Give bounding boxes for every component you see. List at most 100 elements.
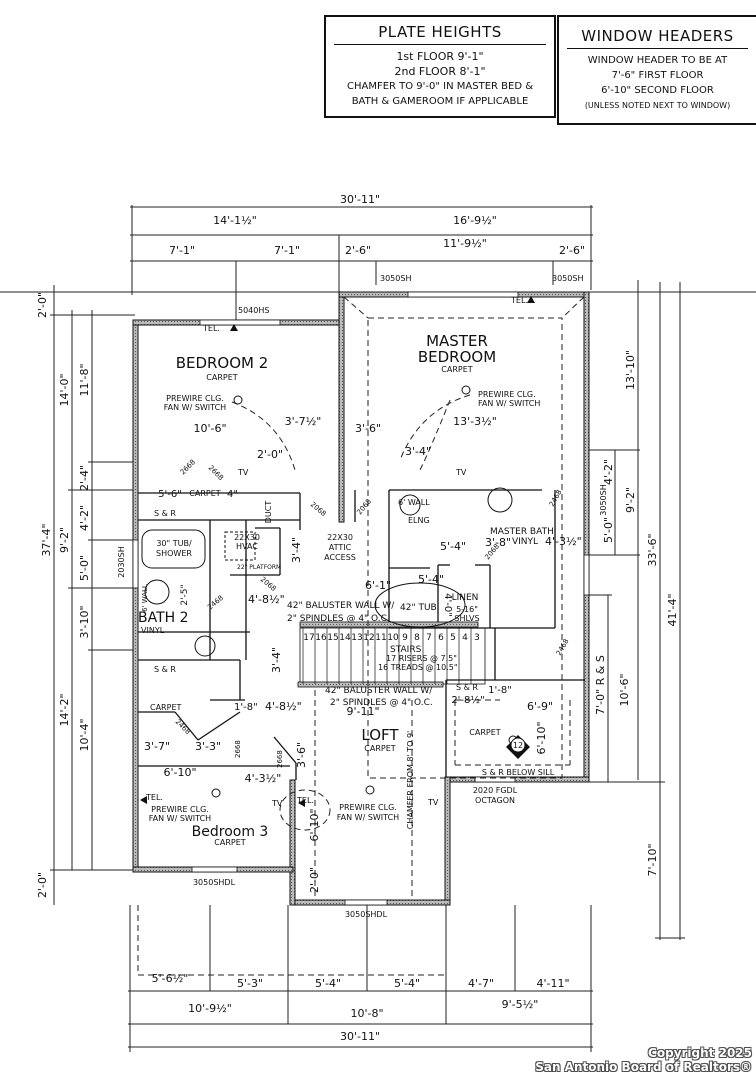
dim-label: 3'-4" [405,445,431,458]
window-headers-box: WINDOW HEADERS WINDOW HEADER TO BE AT 7'… [557,15,756,125]
copyright-watermark: Copyright 2025 San Antonio Board of Real… [535,1046,752,1074]
plate-heights-line: 1st FLOOR 9'-1" [396,50,484,63]
hvac-platform: 22" PLATFORM [237,564,281,571]
window-label: 3050SHDL [193,878,236,887]
master-bath-floor: VINYL [512,537,538,547]
plate-heights-line: CHAMFER TO 9'-0" IN MASTER BED & [346,81,534,92]
dim-left: 3'-10" [78,605,91,638]
closet-dim: 4" [227,489,238,500]
window-headers-line: 6'-10" SECOND FLOOR [601,85,714,96]
dim-label: 3'-6" [355,422,381,435]
stair-number: 3 [474,633,480,643]
plate-heights-line: 2nd FLOOR 8'-1" [394,65,486,78]
chamfer-dashes [137,296,585,976]
stair-number: 13 [351,633,362,643]
dim-label: 6'-1" [365,579,391,592]
dim-label: 1'-8" [234,702,258,713]
stair-number: 12 [363,633,374,643]
dim-label: 6'-10" [163,766,196,779]
bedroom2-tel: TEL. [202,324,220,333]
dim-bottom: 5'-4" [394,977,420,990]
dim-left: 37'-4" [40,523,53,556]
door-label: 2668 [234,740,242,758]
dim-left: 2'-0" [36,872,49,898]
closet-floor: CARPET [189,489,220,498]
plate-heights-title: PLATE HEIGHTS [334,23,546,45]
bath2-tub: SHOWER [156,549,192,558]
dim-bottom: 4'-7" [468,977,494,990]
closet-floor: CARPET [150,703,181,712]
window-label: OCTAGON [475,796,515,805]
dim-label: 3'-8" [485,536,511,549]
dim-label: 3'-3" [195,740,221,753]
window-label: 2030SH [117,546,126,577]
dim-bottom: 5'-4" [315,977,341,990]
bedroom2-fan: PREWIRE CLG. [166,394,224,403]
dim-left: 14'-0" [58,373,71,406]
gameroom-floor: CARPET [469,728,500,737]
dim-right: 5'-0" [602,517,615,543]
door-label: 2668 [207,464,225,482]
bedroom2-floor: CARPET [206,373,237,382]
door-label: 2068 [355,497,373,516]
master-tel: TEL. [510,296,528,305]
dim-right: 33'-6" [646,533,659,566]
stair-treads [297,621,486,688]
dim-top: 16'-9½" [453,214,497,227]
bedroom3-tel: TEL. [145,793,163,802]
window-headers-title: WINDOW HEADERS [567,27,748,49]
dim-bottom-overall: 30'-11" [340,1030,380,1043]
baluster-top: 42" BALUSTER WALL W/ [287,601,395,611]
master-floor: CARPET [441,365,472,374]
linen-label: LINEN [452,593,479,603]
dim-top: 7'-1" [169,244,195,257]
window-label: 2020 FGDL [473,786,518,795]
stair-number: 8 [414,633,420,643]
dim-bottom: 10'-8" [350,1007,383,1020]
dim-label: 5'-4" [440,540,466,553]
gameroom-sr: S & R BELOW SILL [482,768,555,777]
dim-label: 2'-5" [180,584,190,605]
stair-number: 9 [402,633,408,643]
dimension-lines-top [0,205,756,320]
tub-dim: 4'-0" [442,593,453,617]
door-label: 2668 [179,458,197,476]
master-bath-elng: ELNG [408,516,430,525]
dim-label: 3'-7½" [285,415,322,428]
bath2-tub: 30" TUB/ [156,539,192,548]
bedroom3-tv: TV [271,799,283,808]
door-label: 2068 [259,575,278,593]
dim-label: 1'-8" [488,685,512,696]
window-headers-line: WINDOW HEADER TO BE AT [587,55,728,66]
dim-right: 7'-0" R & S [594,655,607,715]
bedroom3-name: Bedroom 3 [192,824,269,840]
dim-right: 13'-10" [624,350,637,390]
hvac-label: 22X30 [234,533,260,542]
dim-right: 4'-2" [602,459,615,485]
stair-number: 10 [387,633,399,643]
master-bath-name: MASTER BATH [490,527,554,537]
tub-label: 42" TUB [400,603,437,613]
stair-number: 11 [375,633,386,643]
dim-label: 3'-6" [295,742,308,768]
dim-label: 4'-8½" [248,593,285,606]
door-label: 2668 [276,750,284,768]
stair-number: 4 [462,633,468,643]
stair-number: 5 [450,633,456,643]
linen-shelves: SHLVS [454,614,479,623]
bath2-name: BATH 2 [138,610,189,626]
bedroom3-fan: PREWIRE CLG. [151,805,209,814]
dim-label: 13'-3½" [453,415,497,428]
door-label: 2468 [548,489,564,508]
baluster-top: 2" SPINDLES @ 4" O.C. [287,614,390,624]
bedroom2-name: BEDROOM 2 [176,354,269,372]
master-name: MASTER [426,332,488,350]
dim-top: 7'-1" [274,244,300,257]
window-label: 3050SH [552,274,583,283]
dim-label: 2'-8½" [451,694,484,706]
dim-label: 2'-0" [257,448,283,461]
window-label: 3050SHDL [345,910,388,919]
dim-left: 11'-8" [78,363,91,396]
attic-label: 22X30 [327,533,353,542]
